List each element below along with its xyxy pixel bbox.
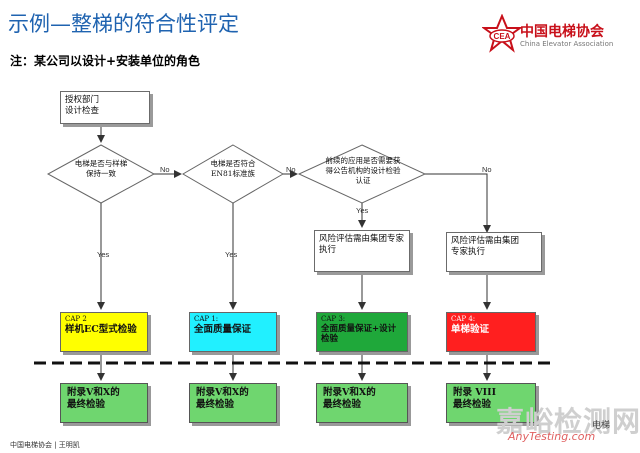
no-label-2: No	[286, 165, 296, 174]
watermark-en: AnyTesting.com	[508, 430, 596, 443]
cap-4-code: CAP 4:	[451, 315, 476, 323]
final-box-2: 附录V和X的 最终检验	[189, 383, 277, 423]
cap-1-code: CAP 1:	[194, 315, 219, 323]
cap-2-code: CAP 2	[65, 315, 87, 323]
cap-2-name: 样机EC型式检验	[65, 324, 137, 335]
cap-3-code: CAP 3:	[321, 315, 346, 323]
logo-name-cn: 中国电梯协会	[520, 24, 604, 40]
final-box-1: 附录V和X的 最终检验	[60, 383, 148, 423]
cap-3-name: 全面质量保证+设计 检验	[321, 324, 397, 344]
decision-1-text: 电梯是否与样梯 保持一致	[74, 159, 128, 178]
start-box: 授权部门 设计检查	[60, 91, 150, 124]
risk-box-2: 风险评估需由集团 专家执行	[446, 232, 542, 272]
cap-4-box: CAP 4: 单梯验证	[446, 312, 536, 352]
no-label-1: No	[160, 165, 170, 174]
logo-name-en: China Elevator Association	[520, 40, 614, 48]
cap-3-box: CAP 3: 全面质量保证+设计 检验	[316, 312, 408, 352]
decision-3-text: 前续的应用是否需要获 得公告机构的设计检验 认证	[325, 156, 401, 185]
cap-4-name: 单梯验证	[451, 324, 490, 335]
page-title: 示例—整梯的符合性评定	[8, 12, 239, 36]
final-box-4: 附录 VIII 最终检验	[446, 383, 536, 423]
cap-1-name: 全面质量保证	[194, 324, 252, 335]
cap-2-box: CAP 2 样机EC型式检验	[60, 312, 148, 352]
decision-2-text: 电梯是否符合 EN81标准族	[210, 159, 256, 178]
yes-label-2: Yes	[225, 250, 238, 259]
risk-box-1: 风险评估需由集团专家 执行	[314, 230, 410, 272]
no-label-3: No	[482, 165, 492, 174]
page-subtitle: 注：某公司以设计+安装单位的角色	[10, 54, 201, 68]
svg-text:CEA: CEA	[494, 32, 511, 41]
watermark-cn: 嘉峪检测网	[496, 405, 640, 438]
cea-logo: CEA	[482, 14, 634, 56]
yes-label-1: Yes	[97, 250, 110, 259]
cea-star-icon: CEA	[482, 14, 522, 53]
cap-1-box: CAP 1: 全面质量保证	[189, 312, 277, 352]
yes-label-3: Yes	[356, 206, 369, 215]
final-box-3: 附录V和X的 最终检验	[316, 383, 408, 423]
footer-credit: 中国电梯协会 | 王明凯	[10, 441, 80, 449]
arrow-no-3	[425, 173, 491, 233]
watermark-small: 电梯	[592, 421, 611, 431]
